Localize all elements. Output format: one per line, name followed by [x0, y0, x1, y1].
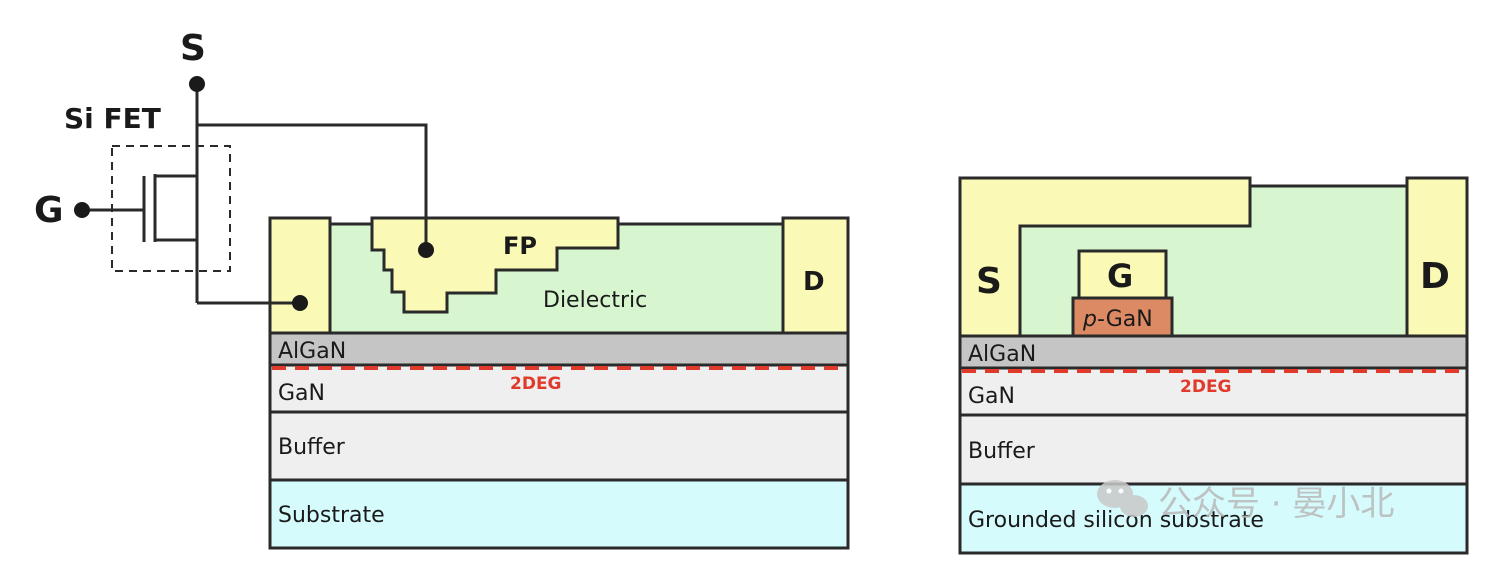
fp-label: FP: [503, 232, 537, 260]
right-substrate-layer: [958, 482, 1469, 555]
fp-contact-dot: [418, 242, 434, 258]
dielectric-label: Dielectric: [543, 288, 647, 313]
right-drain-label: D: [1420, 256, 1450, 297]
left-drain-metal: [781, 216, 850, 335]
right-2deg-label: 2DEG: [1180, 377, 1232, 397]
right-gan-label: GaN: [968, 384, 1015, 409]
left-buffer-layer: [268, 410, 850, 482]
wechat-icon: [1097, 480, 1148, 517]
gate-terminal-dot: [74, 202, 90, 218]
left-algan-label: AlGaN: [278, 339, 346, 364]
right-algan-label: AlGaN: [968, 342, 1036, 367]
fp-connection-wire: [197, 123, 428, 250]
si-fet-label: Si FET: [64, 102, 161, 135]
right-gate-label: G: [1107, 257, 1133, 295]
right-hemt-diagram: S G p-GaN D AlGaN 2DEG GaN Buffer Ground…: [958, 176, 1469, 555]
left-2deg-label: 2DEG: [510, 374, 562, 394]
right-substrate-label: Grounded silicon substrate: [968, 508, 1264, 533]
right-source-metal: [958, 176, 1252, 338]
right-source-label: S: [976, 261, 1002, 302]
right-buffer-label: Buffer: [968, 439, 1036, 464]
p-gan-label: p-GaN: [1082, 307, 1153, 332]
left-substrate-label: Substrate: [278, 503, 385, 528]
right-algan-layer: [958, 334, 1469, 370]
left-drain-label: D: [803, 267, 825, 297]
left-gan-layer: [268, 363, 850, 414]
source-contact-dot: [292, 295, 308, 311]
left-algan-layer: [268, 331, 850, 367]
left-source-metal: [268, 216, 332, 335]
si-fet-box: [111, 145, 231, 272]
field-plate: [370, 216, 620, 314]
left-source-label: S: [180, 28, 206, 69]
left-gate-label: G: [34, 190, 64, 231]
left-hemt-diagram: S G Si FET FP Dielectric D AlGaN 2DEG Ga…: [34, 28, 850, 550]
right-buffer-layer: [958, 413, 1469, 486]
watermark: 公众号 · 晏小北: [1097, 480, 1394, 524]
right-gan-layer: [958, 366, 1469, 417]
watermark-text: 公众号 · 晏小北: [1158, 484, 1394, 524]
left-substrate-layer: [268, 478, 850, 550]
left-buffer-label: Buffer: [278, 435, 346, 460]
source-terminal-dot: [189, 76, 205, 92]
right-drain-metal: [1405, 176, 1469, 338]
gate-metal: [1077, 249, 1168, 300]
left-gan-label: GaN: [278, 381, 325, 406]
